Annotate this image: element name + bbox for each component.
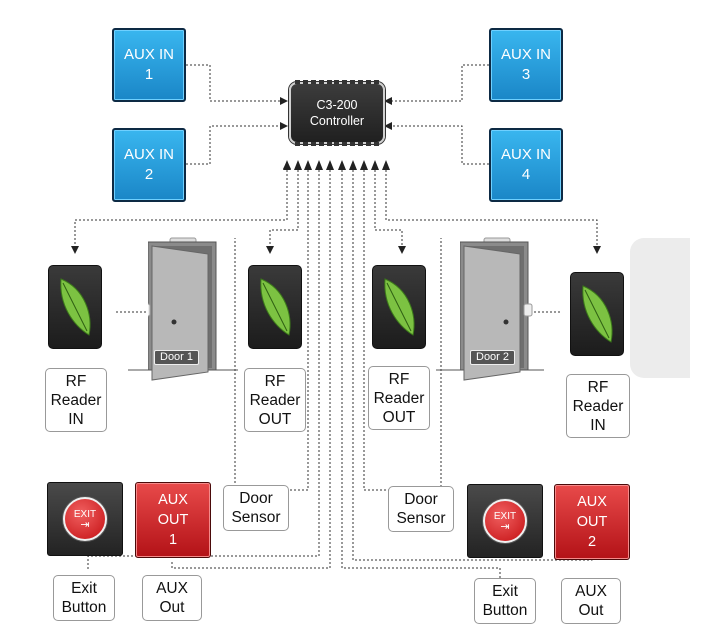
aux-in-1: AUX IN 1 bbox=[112, 28, 186, 102]
rf-reader-in-2 bbox=[570, 272, 624, 356]
label-line: Button bbox=[61, 599, 107, 616]
label-line: Door bbox=[239, 490, 273, 507]
leaf-icon bbox=[582, 285, 613, 343]
aux-in-4-number: 4 bbox=[521, 166, 531, 183]
aux-in-2: AUX IN 2 bbox=[112, 128, 186, 202]
label-line: Reader bbox=[50, 391, 102, 409]
leaf-icon bbox=[260, 278, 291, 336]
aux-in-1-number: 1 bbox=[144, 66, 154, 83]
aux-in-1-label: AUX IN bbox=[123, 46, 174, 63]
exit-icon-text: EXIT bbox=[493, 510, 517, 522]
aux-in-4: AUX IN 4 bbox=[489, 128, 563, 202]
label-line: Door bbox=[404, 491, 438, 508]
exit-button-1-label: Exit Button bbox=[53, 575, 115, 621]
door-sensor-2: Door Sensor bbox=[388, 486, 454, 532]
exit-door-icon: EXIT ⇥ bbox=[483, 499, 527, 543]
exit-door-icon: EXIT ⇥ bbox=[63, 497, 107, 541]
label-line: Sensor bbox=[231, 509, 281, 526]
leaf-icon bbox=[60, 278, 91, 336]
rf-reader-in-1-label: RF Reader IN bbox=[45, 368, 107, 432]
controller-terminals-bottom bbox=[295, 142, 379, 146]
exit-button-2: EXIT ⇥ bbox=[467, 484, 543, 558]
door-icon bbox=[459, 237, 533, 381]
label-line: OUT bbox=[382, 408, 416, 426]
aux-in-2-label: AUX IN bbox=[123, 146, 174, 163]
aux-out-1-number: 1 bbox=[168, 532, 178, 548]
label-line: OUT bbox=[258, 410, 292, 428]
rf-reader-out-1-label: RF Reader OUT bbox=[244, 368, 306, 432]
aux-out-2-line: AUX bbox=[577, 494, 607, 510]
rf-reader-out-1 bbox=[248, 265, 302, 349]
label-line: Exit bbox=[71, 580, 97, 597]
aux-in-3-number: 3 bbox=[521, 66, 531, 83]
exit-arrow-icon: ⇥ bbox=[500, 520, 510, 533]
label-line: RF bbox=[388, 370, 410, 388]
door-2-tag: Door 2 bbox=[470, 350, 516, 365]
label-line: Reader bbox=[572, 397, 624, 415]
door-2: Door 2 bbox=[459, 232, 570, 382]
label-line: Exit bbox=[492, 583, 518, 600]
aux-out-2-line: OUT bbox=[576, 514, 608, 530]
rf-reader-out-2 bbox=[372, 265, 426, 349]
aux-in-3-label: AUX IN bbox=[500, 46, 551, 63]
aux-out-1-line: AUX bbox=[158, 492, 188, 508]
rf-reader-in-2-label: RF Reader IN bbox=[566, 374, 630, 438]
label-line: IN bbox=[590, 416, 606, 434]
aux-in-3: AUX IN 3 bbox=[489, 28, 563, 102]
label-line: IN bbox=[68, 410, 84, 428]
exit-button-2-label: Exit Button bbox=[474, 578, 536, 624]
label-line: RF bbox=[65, 372, 87, 390]
c3-200-controller: C3-200 Controller bbox=[289, 80, 385, 146]
leaf-icon bbox=[384, 278, 415, 336]
label-line: AUX bbox=[156, 580, 188, 597]
aux-out-2-number: 2 bbox=[587, 534, 597, 550]
controller-model: C3-200 bbox=[316, 98, 358, 112]
label-line: RF bbox=[587, 378, 609, 396]
exit-icon-text: EXIT bbox=[73, 508, 97, 520]
label-line: Out bbox=[159, 599, 185, 616]
aux-out-2: AUX OUT 2 bbox=[554, 484, 630, 560]
label-line: Button bbox=[482, 602, 528, 619]
aux-out-1: AUX OUT 1 bbox=[135, 482, 211, 558]
label-line: Sensor bbox=[396, 510, 446, 527]
door-1: Door 1 bbox=[141, 232, 258, 382]
controller-title: Controller bbox=[309, 114, 365, 128]
aux-out-1-line: OUT bbox=[157, 512, 189, 528]
rf-reader-in-1 bbox=[48, 265, 102, 349]
door-1-tag: Door 1 bbox=[154, 350, 200, 365]
aux-out-2-label: AUX Out bbox=[561, 578, 621, 624]
exit-arrow-icon: ⇥ bbox=[80, 518, 90, 531]
label-line: Out bbox=[578, 602, 604, 619]
label-line: RF bbox=[264, 372, 286, 390]
door-sensor-1: Door Sensor bbox=[223, 485, 289, 531]
aux-in-4-label: AUX IN bbox=[500, 146, 551, 163]
rf-reader-out-2-label: RF Reader OUT bbox=[368, 366, 430, 430]
door-icon bbox=[141, 237, 217, 381]
label-line: Reader bbox=[249, 391, 301, 409]
label-line: AUX bbox=[575, 583, 607, 600]
aux-out-1-label: AUX Out bbox=[142, 575, 202, 621]
exit-button-1: EXIT ⇥ bbox=[47, 482, 123, 556]
label-line: Reader bbox=[373, 389, 425, 407]
callout-bubble bbox=[630, 238, 690, 378]
controller-terminals-top bbox=[295, 80, 379, 84]
aux-in-2-number: 2 bbox=[144, 166, 154, 183]
